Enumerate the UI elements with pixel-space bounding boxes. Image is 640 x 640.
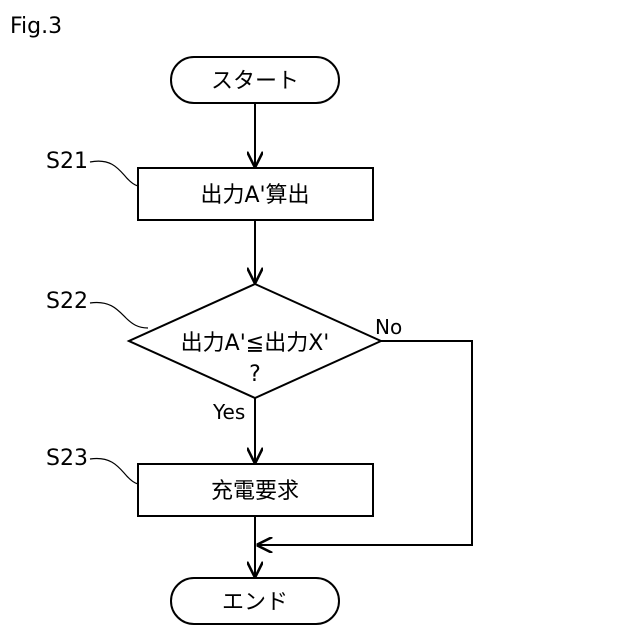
step-label-s22: S22 [46,289,88,314]
step-label-s23: S23 [46,446,88,471]
calc-label: 出力A'算出 [200,183,309,208]
decision-label-line2: ? [249,362,261,387]
end-label: エンド [222,590,288,615]
leader-s23 [90,458,138,484]
start-label: スタート [211,69,299,94]
leader-s21 [90,161,138,186]
leader-s22 [90,302,148,328]
step-label-s21: S21 [46,149,88,174]
no-branch-label: No [375,315,402,339]
decision-label-line1: 出力A'≦出力X' [181,331,330,356]
figure-label: Fig.3 [10,14,62,39]
charge-label: 充電要求 [211,479,299,504]
yes-branch-label: Yes [212,400,245,424]
